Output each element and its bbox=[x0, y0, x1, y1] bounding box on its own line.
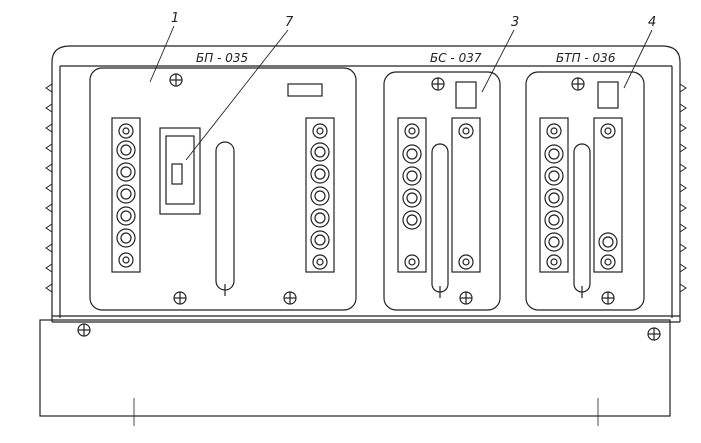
callout-1: 1 bbox=[171, 11, 180, 26]
module-handle bbox=[215, 141, 235, 296]
screw-icon bbox=[601, 291, 615, 305]
screw-icon bbox=[173, 291, 187, 305]
left-fins bbox=[45, 83, 53, 293]
module-bp-035 bbox=[89, 67, 357, 311]
connector-strip-right bbox=[305, 117, 335, 273]
connector-strip-left bbox=[111, 117, 141, 273]
module-label-bp-035: БП - 035 bbox=[196, 51, 249, 65]
callout-7: 7 bbox=[285, 15, 294, 30]
module-label-btp-036: БТП - 036 bbox=[556, 51, 616, 65]
base bbox=[39, 319, 671, 426]
screw-icon bbox=[571, 77, 585, 91]
module-label-bs-037: БС - 037 bbox=[430, 51, 482, 65]
screw-icon bbox=[169, 73, 183, 87]
screw-icon bbox=[459, 291, 473, 305]
housing bbox=[51, 45, 681, 323]
module-handle bbox=[431, 143, 449, 298]
connector-strip-left bbox=[397, 117, 427, 273]
right-fins bbox=[679, 83, 687, 293]
module-handle bbox=[573, 143, 591, 298]
callout-3: 3 bbox=[511, 15, 520, 30]
screw-icon bbox=[283, 291, 297, 305]
connector-strip-left bbox=[539, 117, 569, 273]
indicator-window bbox=[159, 127, 201, 215]
callout-leaders bbox=[149, 25, 653, 161]
connector-strip-right bbox=[451, 117, 481, 273]
screw-icon bbox=[431, 77, 445, 91]
connector-strip-right bbox=[593, 117, 623, 273]
base-screw-right bbox=[647, 327, 661, 341]
base-screw-left bbox=[77, 323, 91, 337]
module-btp-036 bbox=[525, 71, 645, 311]
module-bs-037 bbox=[383, 71, 501, 311]
callout-4: 4 bbox=[648, 15, 657, 30]
